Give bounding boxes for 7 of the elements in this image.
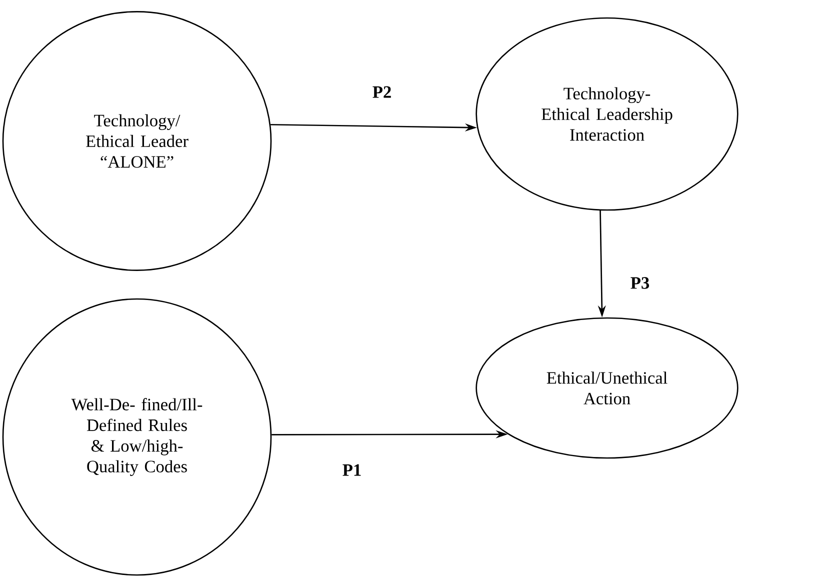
ellipse-node: Well-De- fined/Ill-Defined Rules & Low/high-Quality Codes: [2, 298, 272, 576]
ellipse-node: Technology- Ethical Leadership Interaction: [476, 17, 738, 211]
ellipse-node: Technology/ Ethical Leader “ALONE”: [2, 11, 272, 271]
edge-label: P1: [342, 464, 361, 476]
ellipse-node: Ethical/Unethical Action: [476, 317, 738, 459]
edge-label: P2: [372, 86, 391, 98]
edge-label: P3: [630, 277, 650, 289]
